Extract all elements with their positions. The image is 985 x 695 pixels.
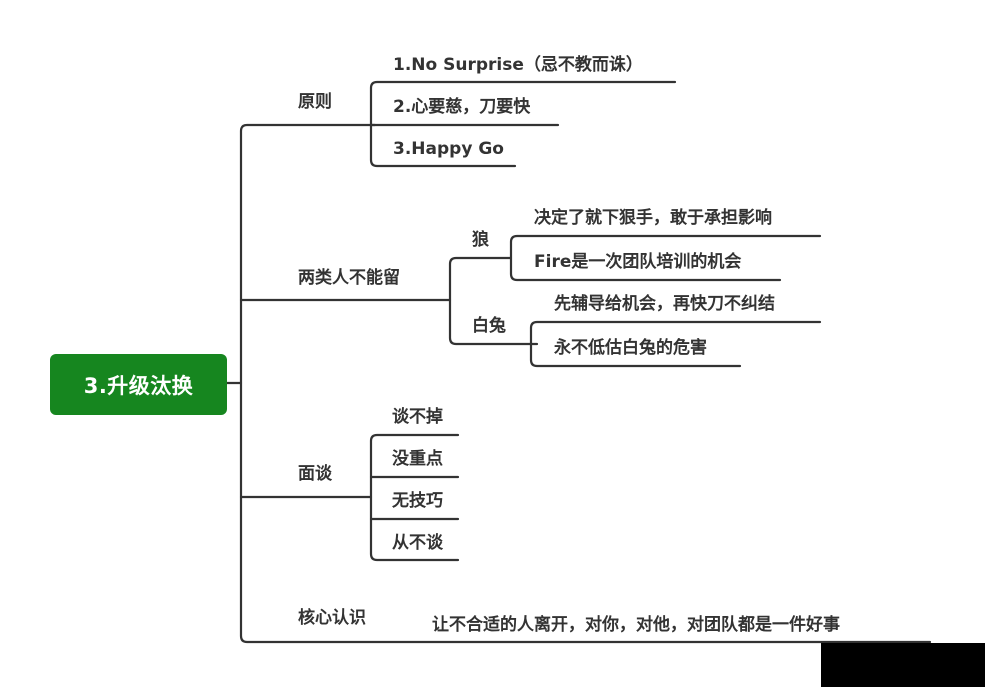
branch-two-types[interactable]: 两类人不能留: [298, 268, 400, 288]
principle-3[interactable]: 3.Happy Go: [393, 139, 504, 159]
principle-2[interactable]: 2.心要慈，刀要快: [393, 97, 531, 117]
root-topic[interactable]: 3.升级汰换: [50, 354, 227, 415]
redaction-block: [821, 643, 985, 687]
root-topic-label: 3.升级汰换: [83, 373, 194, 398]
rabbit-point-2[interactable]: 永不低估白兔的危害: [554, 338, 707, 358]
type-white-rabbit[interactable]: 白兔: [472, 316, 506, 336]
rabbit-point-1[interactable]: 先辅导给机会，再快刀不纠结: [554, 294, 775, 314]
wolf-point-1[interactable]: 决定了就下狠手，敢于承担影响: [534, 208, 772, 228]
wolf-point-2[interactable]: Fire是一次团队培训的机会: [534, 252, 742, 272]
branch-interview[interactable]: 面谈: [298, 464, 332, 484]
branch-core-insight[interactable]: 核心认识: [298, 608, 366, 628]
interview-item-3[interactable]: 无技巧: [392, 491, 443, 511]
branch-principles[interactable]: 原则: [298, 92, 332, 112]
interview-item-2[interactable]: 没重点: [392, 449, 443, 469]
type-wolf[interactable]: 狼: [472, 230, 489, 250]
interview-item-1[interactable]: 谈不掉: [392, 407, 443, 427]
core-insight-text[interactable]: 让不合适的人离开，对你，对他，对团队都是一件好事: [432, 615, 840, 635]
interview-item-4[interactable]: 从不谈: [392, 533, 443, 553]
principle-1[interactable]: 1.No Surprise（忌不教而诛）: [393, 55, 643, 75]
